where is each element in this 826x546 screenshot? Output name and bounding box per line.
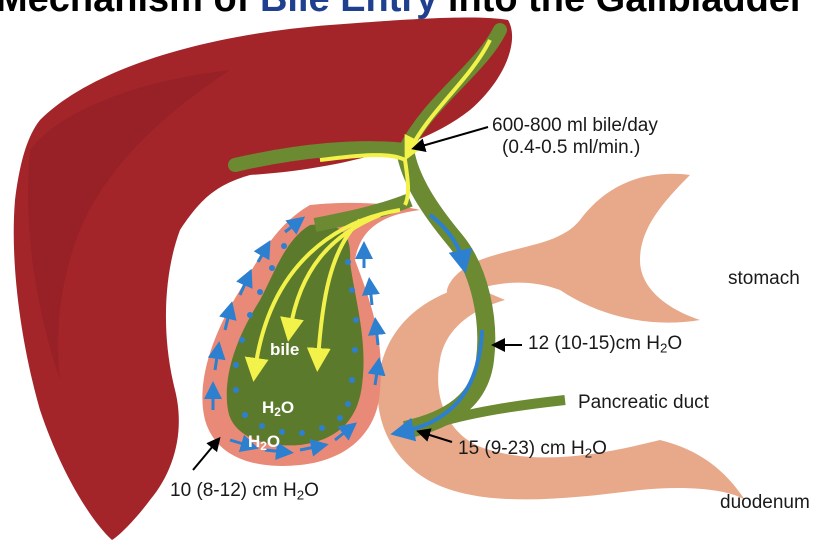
gallbladder-bile [227, 224, 364, 445]
title-part3: into the Gallbladder [437, 0, 804, 20]
gb-pressure-sub: 2 [297, 487, 304, 502]
leader-gb-pressure [193, 440, 218, 470]
inside-h2o-2-h: H [248, 432, 260, 451]
inside-h2o-label-1: H2O [262, 398, 294, 419]
sphincter-pressure-sub: 2 [585, 445, 592, 460]
bile-flow-line1: 600-800 ml bile/day [492, 115, 658, 137]
cbd-pressure-text: 12 (10-15)cm H [528, 333, 660, 354]
inside-h2o-1-o: O [281, 398, 294, 417]
duodenum-label: duodenum [720, 492, 810, 514]
sphincter-pressure-o: O [592, 438, 607, 459]
gb-pressure-o: O [304, 480, 319, 501]
bile-flow-label: 600-800 ml bile/day (0.4-0.5 ml/min.) [492, 115, 658, 159]
pancreatic-duct-label: Pancreatic duct [578, 392, 709, 414]
title-part1: Mechanism of [0, 0, 260, 20]
cbd-pressure-label: 12 (10-15)cm H2O [528, 333, 682, 356]
sphincter-pressure-text: 15 (9-23) cm H [458, 438, 585, 459]
cbd-pressure-o: O [667, 333, 682, 354]
gb-pressure-label: 10 (8-12) cm H2O [170, 480, 319, 503]
inside-bile-label: bile [270, 340, 299, 360]
gb-pressure-text: 10 (8-12) cm H [170, 480, 297, 501]
inside-h2o-label-2: H2O [248, 432, 280, 453]
inside-h2o-2-sub: 2 [260, 439, 267, 453]
sphincter-pressure-label: 15 (9-23) cm H2O [458, 438, 607, 461]
title-part2: Bile Entry [260, 0, 437, 20]
stomach-label: stomach [728, 268, 800, 290]
page-title: Mechanism of Bile Entry into the Gallbla… [0, 0, 805, 21]
inside-h2o-1-h: H [262, 398, 274, 417]
inside-h2o-1-sub: 2 [274, 405, 281, 419]
bile-flow-line2: (0.4-0.5 ml/min.) [492, 137, 658, 159]
inside-h2o-2-o: O [267, 432, 280, 451]
